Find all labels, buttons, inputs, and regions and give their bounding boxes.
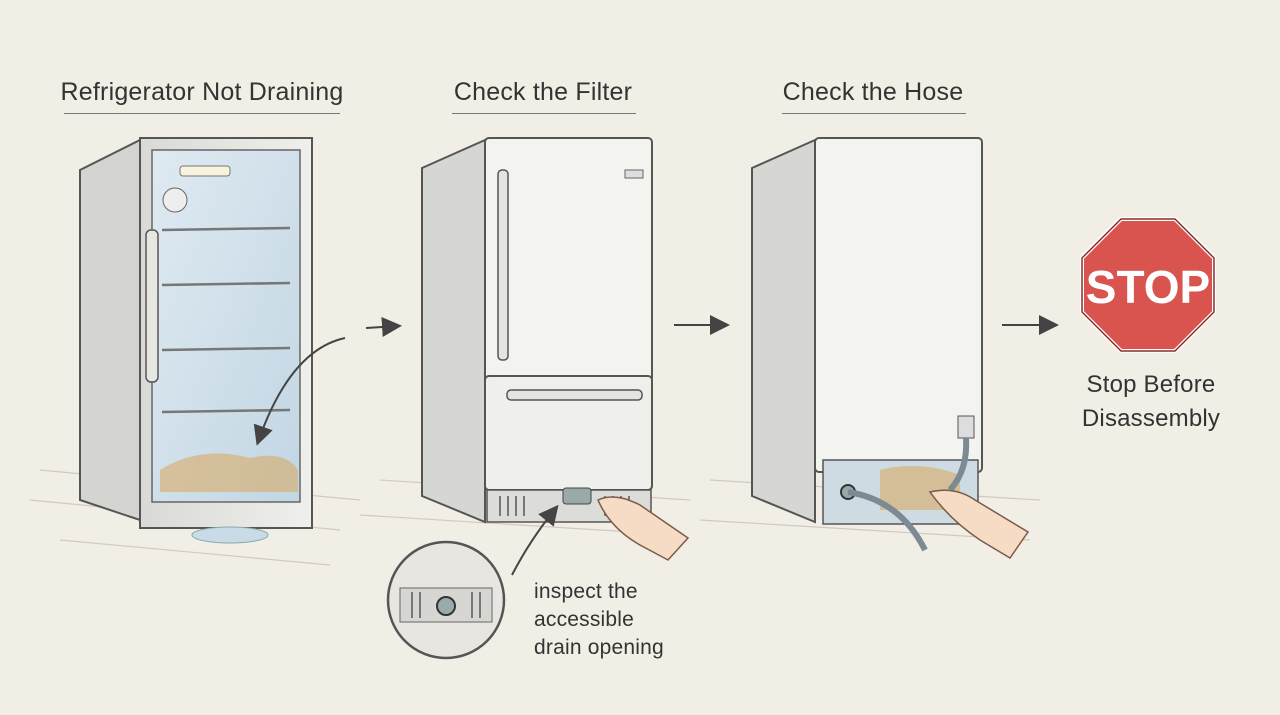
callout-line-2: accessible: [534, 608, 635, 631]
drain-hose-lower: [847, 489, 928, 552]
callout-line-1: inspect the: [534, 580, 638, 603]
title-underline-3: [782, 113, 966, 114]
drain-opening: [562, 487, 592, 505]
stop-caption-line-1: Stop Before: [1086, 371, 1216, 398]
panel-title-1: Refrigerator Not Draining: [60, 78, 344, 106]
stop-caption-line-2: Disassembly: [1081, 405, 1221, 432]
stop-caption: Stop Before Disassembly: [1064, 368, 1238, 436]
title-underline-1: [64, 113, 340, 114]
refrigerator-with-hose: [751, 137, 1030, 560]
pointing-hand-2: [928, 489, 1030, 560]
leak-arrow: [253, 337, 346, 446]
fan-icon: [162, 187, 188, 213]
bottom-freezer-refrigerator: [421, 137, 690, 561]
stop-sign: STOP: [1080, 217, 1216, 353]
panel-title-2: Check the Filter: [453, 78, 633, 106]
stop-sign-text: STOP: [1086, 261, 1210, 313]
water-puddle: [191, 526, 269, 544]
drain-hose-upper: [947, 437, 970, 493]
title-underline-2: [452, 113, 636, 114]
panel-title-3: Check the Hose: [782, 78, 964, 106]
callout-text: inspect the accessible drain opening: [534, 578, 734, 662]
open-refrigerator: [79, 137, 346, 544]
water-stain: [160, 453, 298, 492]
door-handle: [145, 229, 159, 383]
drain-opening-magnifier: [386, 504, 559, 660]
pointing-hand: [597, 496, 690, 561]
freezer-handle: [506, 389, 643, 401]
callout-line-3: drain opening: [534, 636, 664, 659]
fridge-handle: [497, 169, 509, 361]
arrow-1-to-2: [365, 317, 402, 337]
